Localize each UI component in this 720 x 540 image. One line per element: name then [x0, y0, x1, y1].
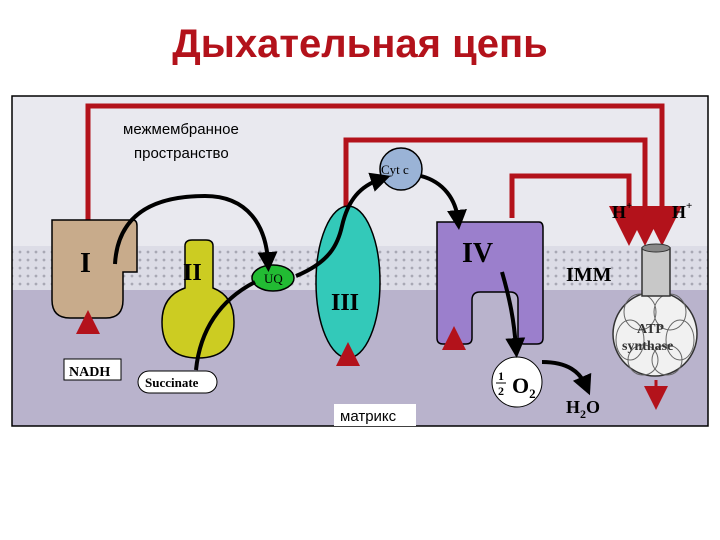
matrix-label-bg	[334, 404, 416, 426]
cyt-c	[379, 147, 423, 191]
electron-path-succinate	[194, 280, 256, 371]
atp-synthase	[612, 243, 698, 377]
ubiquinone-label: UQ	[264, 271, 283, 286]
complex-3	[315, 205, 381, 359]
complex-4	[436, 221, 544, 345]
water-label: H2O	[566, 397, 600, 421]
atp-synthase-stalk	[641, 247, 671, 297]
electron-flow	[113, 172, 592, 396]
half-numerator: 1	[498, 369, 504, 383]
cyt-c-label: Cyt c	[381, 162, 409, 177]
electron-path-nadh	[113, 193, 278, 272]
electron-path-uq-to-cytc	[295, 172, 391, 278]
atp-synthase-label-2: synthase	[622, 339, 673, 354]
intermembrane-label-1: межмембранное	[123, 121, 239, 138]
intermembrane-label-2: пространство	[134, 145, 229, 162]
complex-3-label: III	[331, 290, 359, 316]
matrix-label: матрикс	[340, 408, 397, 425]
proton-label-2: H+	[672, 200, 692, 222]
complex-2	[161, 239, 235, 359]
proton-line-complex-3	[343, 137, 665, 246]
electron-path-iv-to-oxygen	[500, 271, 526, 358]
complex-4-label: IV	[462, 238, 493, 269]
succinate-label: Succinate	[145, 375, 199, 390]
nadh-box	[63, 358, 122, 381]
succinate-box	[137, 370, 218, 394]
atp-synthase-label-1: ATP	[637, 322, 664, 337]
page-title: Дыхательная цепь	[172, 22, 548, 66]
half-denominator: 2	[498, 384, 504, 398]
electron-path-cytc-to-iv	[420, 174, 467, 230]
complex-2-label: II	[183, 260, 202, 286]
oxygen-label: O2	[512, 373, 536, 401]
complex-1-label: I	[80, 248, 91, 279]
proton-flow	[85, 103, 682, 246]
proton-line-complex-4	[509, 173, 649, 246]
nadh-label: NADH	[69, 365, 110, 380]
complex-1	[51, 219, 138, 319]
imm-label: IMM	[566, 264, 612, 286]
proton-label-1: H+	[612, 200, 632, 222]
matrix-proton-arrows	[76, 310, 668, 410]
proton-line-complex-1	[85, 103, 682, 246]
water-arrow	[541, 360, 592, 396]
